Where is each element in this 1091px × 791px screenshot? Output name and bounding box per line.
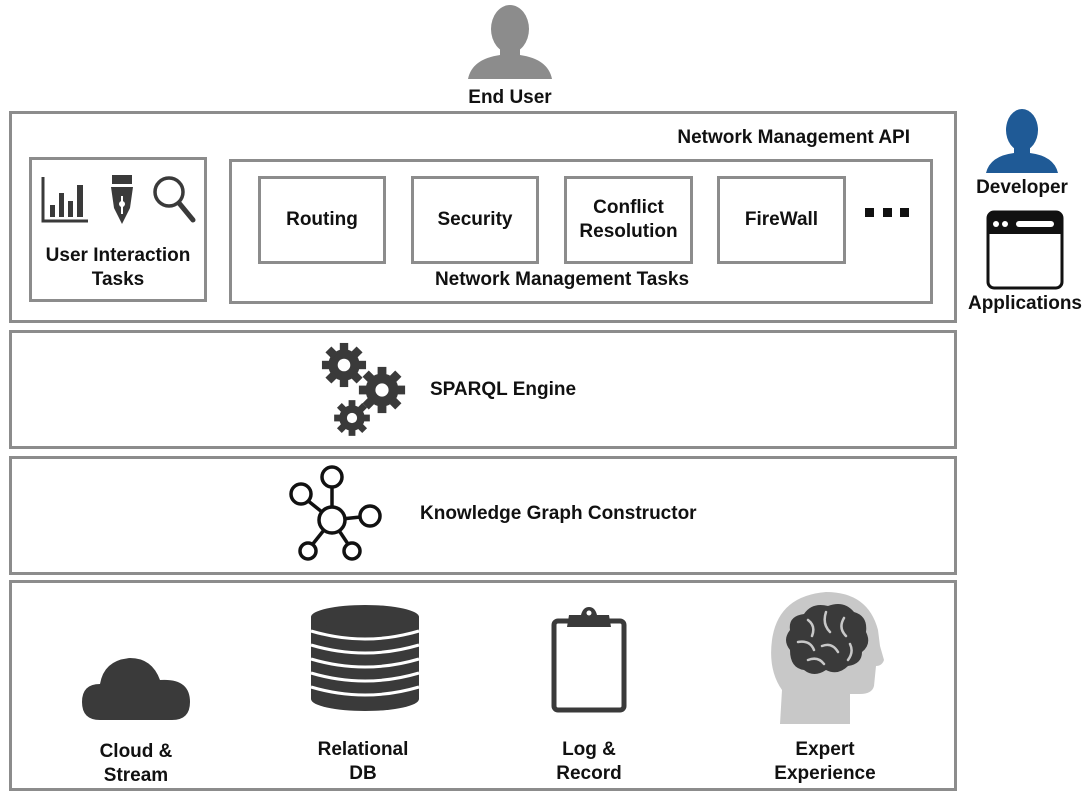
task-routing: Routing xyxy=(258,176,386,264)
knowledge-graph-layer xyxy=(9,456,957,575)
network-management-tasks-label: Network Management Tasks xyxy=(434,269,690,290)
user-interaction-label-line2: Tasks xyxy=(91,269,145,290)
source-log-label-line1: Log & xyxy=(562,739,616,760)
api-layer-title: Network Management API xyxy=(677,127,910,148)
source-db-label-line2: DB xyxy=(349,763,377,784)
magnifier-icon xyxy=(152,175,196,223)
sparql-engine-layer xyxy=(9,330,957,449)
application-window-icon xyxy=(986,210,1064,290)
developer-label: Developer xyxy=(976,177,1068,198)
task-conflict-resolution: Conflict Resolution xyxy=(564,176,693,264)
source-expert-label-line1: Expert xyxy=(795,739,855,760)
developer-icon xyxy=(985,108,1059,173)
bar-chart-icon xyxy=(40,175,90,223)
task-firewall: FireWall xyxy=(717,176,846,264)
knowledge-graph-label: Knowledge Graph Constructor xyxy=(420,503,697,524)
network-management-tasks-box xyxy=(229,159,933,304)
user-interaction-label-line1: User Interaction xyxy=(45,245,191,266)
task-conflict-label-line1: Conflict xyxy=(593,197,664,218)
end-user-icon xyxy=(466,3,554,79)
task-firewall-label: FireWall xyxy=(744,209,819,230)
source-db-label-line1: Relational xyxy=(317,739,409,760)
source-log-label-line2: Record xyxy=(556,763,622,784)
applications-label: Applications xyxy=(967,293,1082,314)
source-cloud-label-line1: Cloud & xyxy=(99,741,173,762)
graph-network-icon xyxy=(288,464,384,564)
source-expert-label-line2: Experience xyxy=(774,763,876,784)
gears-icon xyxy=(318,340,410,438)
task-security-label: Security xyxy=(437,209,513,230)
cloud-icon xyxy=(80,650,192,722)
task-routing-label: Routing xyxy=(286,209,358,230)
pen-nib-icon xyxy=(108,174,136,226)
more-tasks-ellipsis-icon xyxy=(865,208,909,218)
source-cloud-label-line2: Stream xyxy=(103,765,169,786)
database-icon xyxy=(309,603,421,715)
end-user-label: End User xyxy=(468,87,552,108)
task-security: Security xyxy=(411,176,539,264)
brain-head-icon xyxy=(768,590,884,724)
clipboard-icon xyxy=(551,605,627,713)
task-conflict-label-line2: Resolution xyxy=(579,221,678,242)
sparql-engine-label: SPARQL Engine xyxy=(430,379,577,400)
